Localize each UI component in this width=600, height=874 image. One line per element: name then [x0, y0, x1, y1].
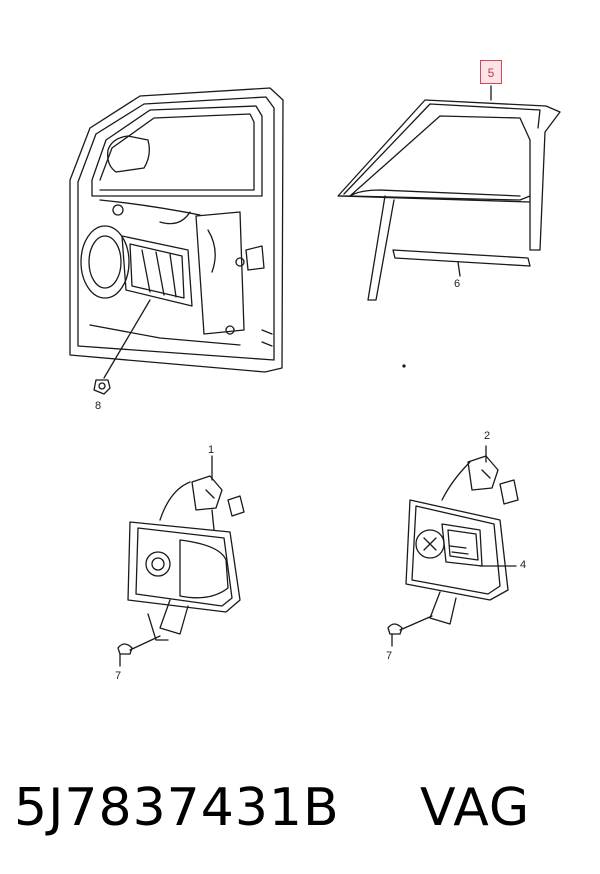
brand-label: VAG: [420, 778, 531, 838]
callout-6: 6: [454, 278, 461, 290]
callout-7-right: 7: [386, 650, 393, 662]
callout-2: 2: [484, 430, 491, 442]
screw-7b: [387, 615, 433, 647]
callout-7-left: 7: [115, 670, 122, 682]
window-strip-6: [392, 249, 531, 277]
callout-5-highlighted: 5: [480, 60, 502, 84]
callout-8: 8: [95, 400, 102, 412]
window-regulator-right: [405, 445, 519, 625]
window-seal-frame: [337, 99, 561, 301]
mirror: [107, 135, 150, 173]
speaker-opening: [80, 225, 130, 299]
callout-1: 1: [208, 444, 215, 456]
door-panel: [69, 87, 284, 379]
callout-4: 4: [520, 559, 527, 571]
nut-8: [93, 379, 111, 395]
parts-diagram: [69, 85, 561, 667]
part-number: 5J7837431B: [14, 778, 340, 838]
motor-hub: [145, 551, 171, 577]
screw-7a: [117, 635, 161, 667]
window-regulator-left: [127, 455, 245, 641]
